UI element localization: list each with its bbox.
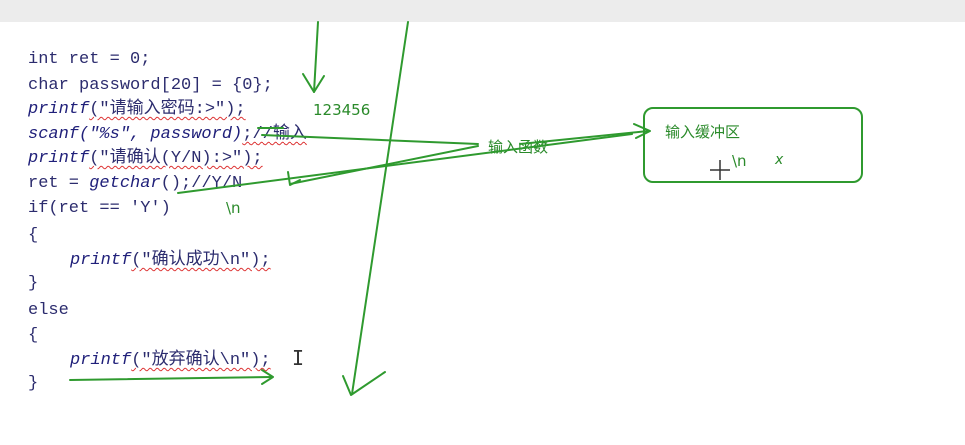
- function-to-buffer-head: [633, 123, 651, 139]
- top-bar: [0, 0, 965, 22]
- text-cursor-icon: I: [292, 346, 305, 370]
- crosshair-icon: [710, 160, 730, 180]
- input-value-annotation: 123456: [313, 101, 371, 119]
- long-diagonal-head: [342, 371, 386, 396]
- code-line-9: printf("确认成功\n");: [70, 251, 271, 270]
- code-line-1: int ret = 0;: [28, 50, 151, 69]
- down-arrow-1-head: [302, 73, 325, 93]
- getchar-return-line: [289, 145, 479, 185]
- code-line-2: char password[20] = {0};: [28, 76, 273, 95]
- getchar-arrow-head: [287, 171, 301, 186]
- down-arrow-1: [313, 21, 319, 93]
- buffer-newline: \n: [732, 152, 747, 170]
- code-line-8: {: [28, 226, 39, 245]
- code-line-4: scanf("%s", password);//输入: [28, 125, 307, 144]
- code-line-3: printf("请输入密码:>");: [28, 100, 246, 119]
- bottom-arrow: [69, 376, 273, 381]
- function-to-buffer-arrow: [519, 130, 649, 145]
- code-line-11: else: [28, 301, 69, 320]
- code-line-6: ret = getchar();//Y/N: [28, 174, 243, 193]
- code-line-5: printf("请确认(Y/N):>");: [28, 149, 263, 168]
- newline-annotation: \n: [226, 199, 241, 217]
- scanf-arrow: [261, 134, 479, 145]
- code-line-14: }: [28, 374, 39, 393]
- getchar-line: [177, 133, 633, 194]
- code-line-13: printf("放弃确认\n");: [70, 351, 271, 370]
- code-line-12: {: [28, 326, 39, 345]
- input-buffer-box: [643, 107, 863, 183]
- long-diagonal-line: [351, 21, 409, 395]
- bottom-arrow-head: [261, 369, 274, 385]
- code-line-7: if(ret == 'Y'): [28, 199, 171, 218]
- buffer-x-mark: x: [775, 152, 784, 168]
- code-line-10: }: [28, 274, 39, 293]
- input-buffer-title: 输入缓冲区: [665, 123, 741, 141]
